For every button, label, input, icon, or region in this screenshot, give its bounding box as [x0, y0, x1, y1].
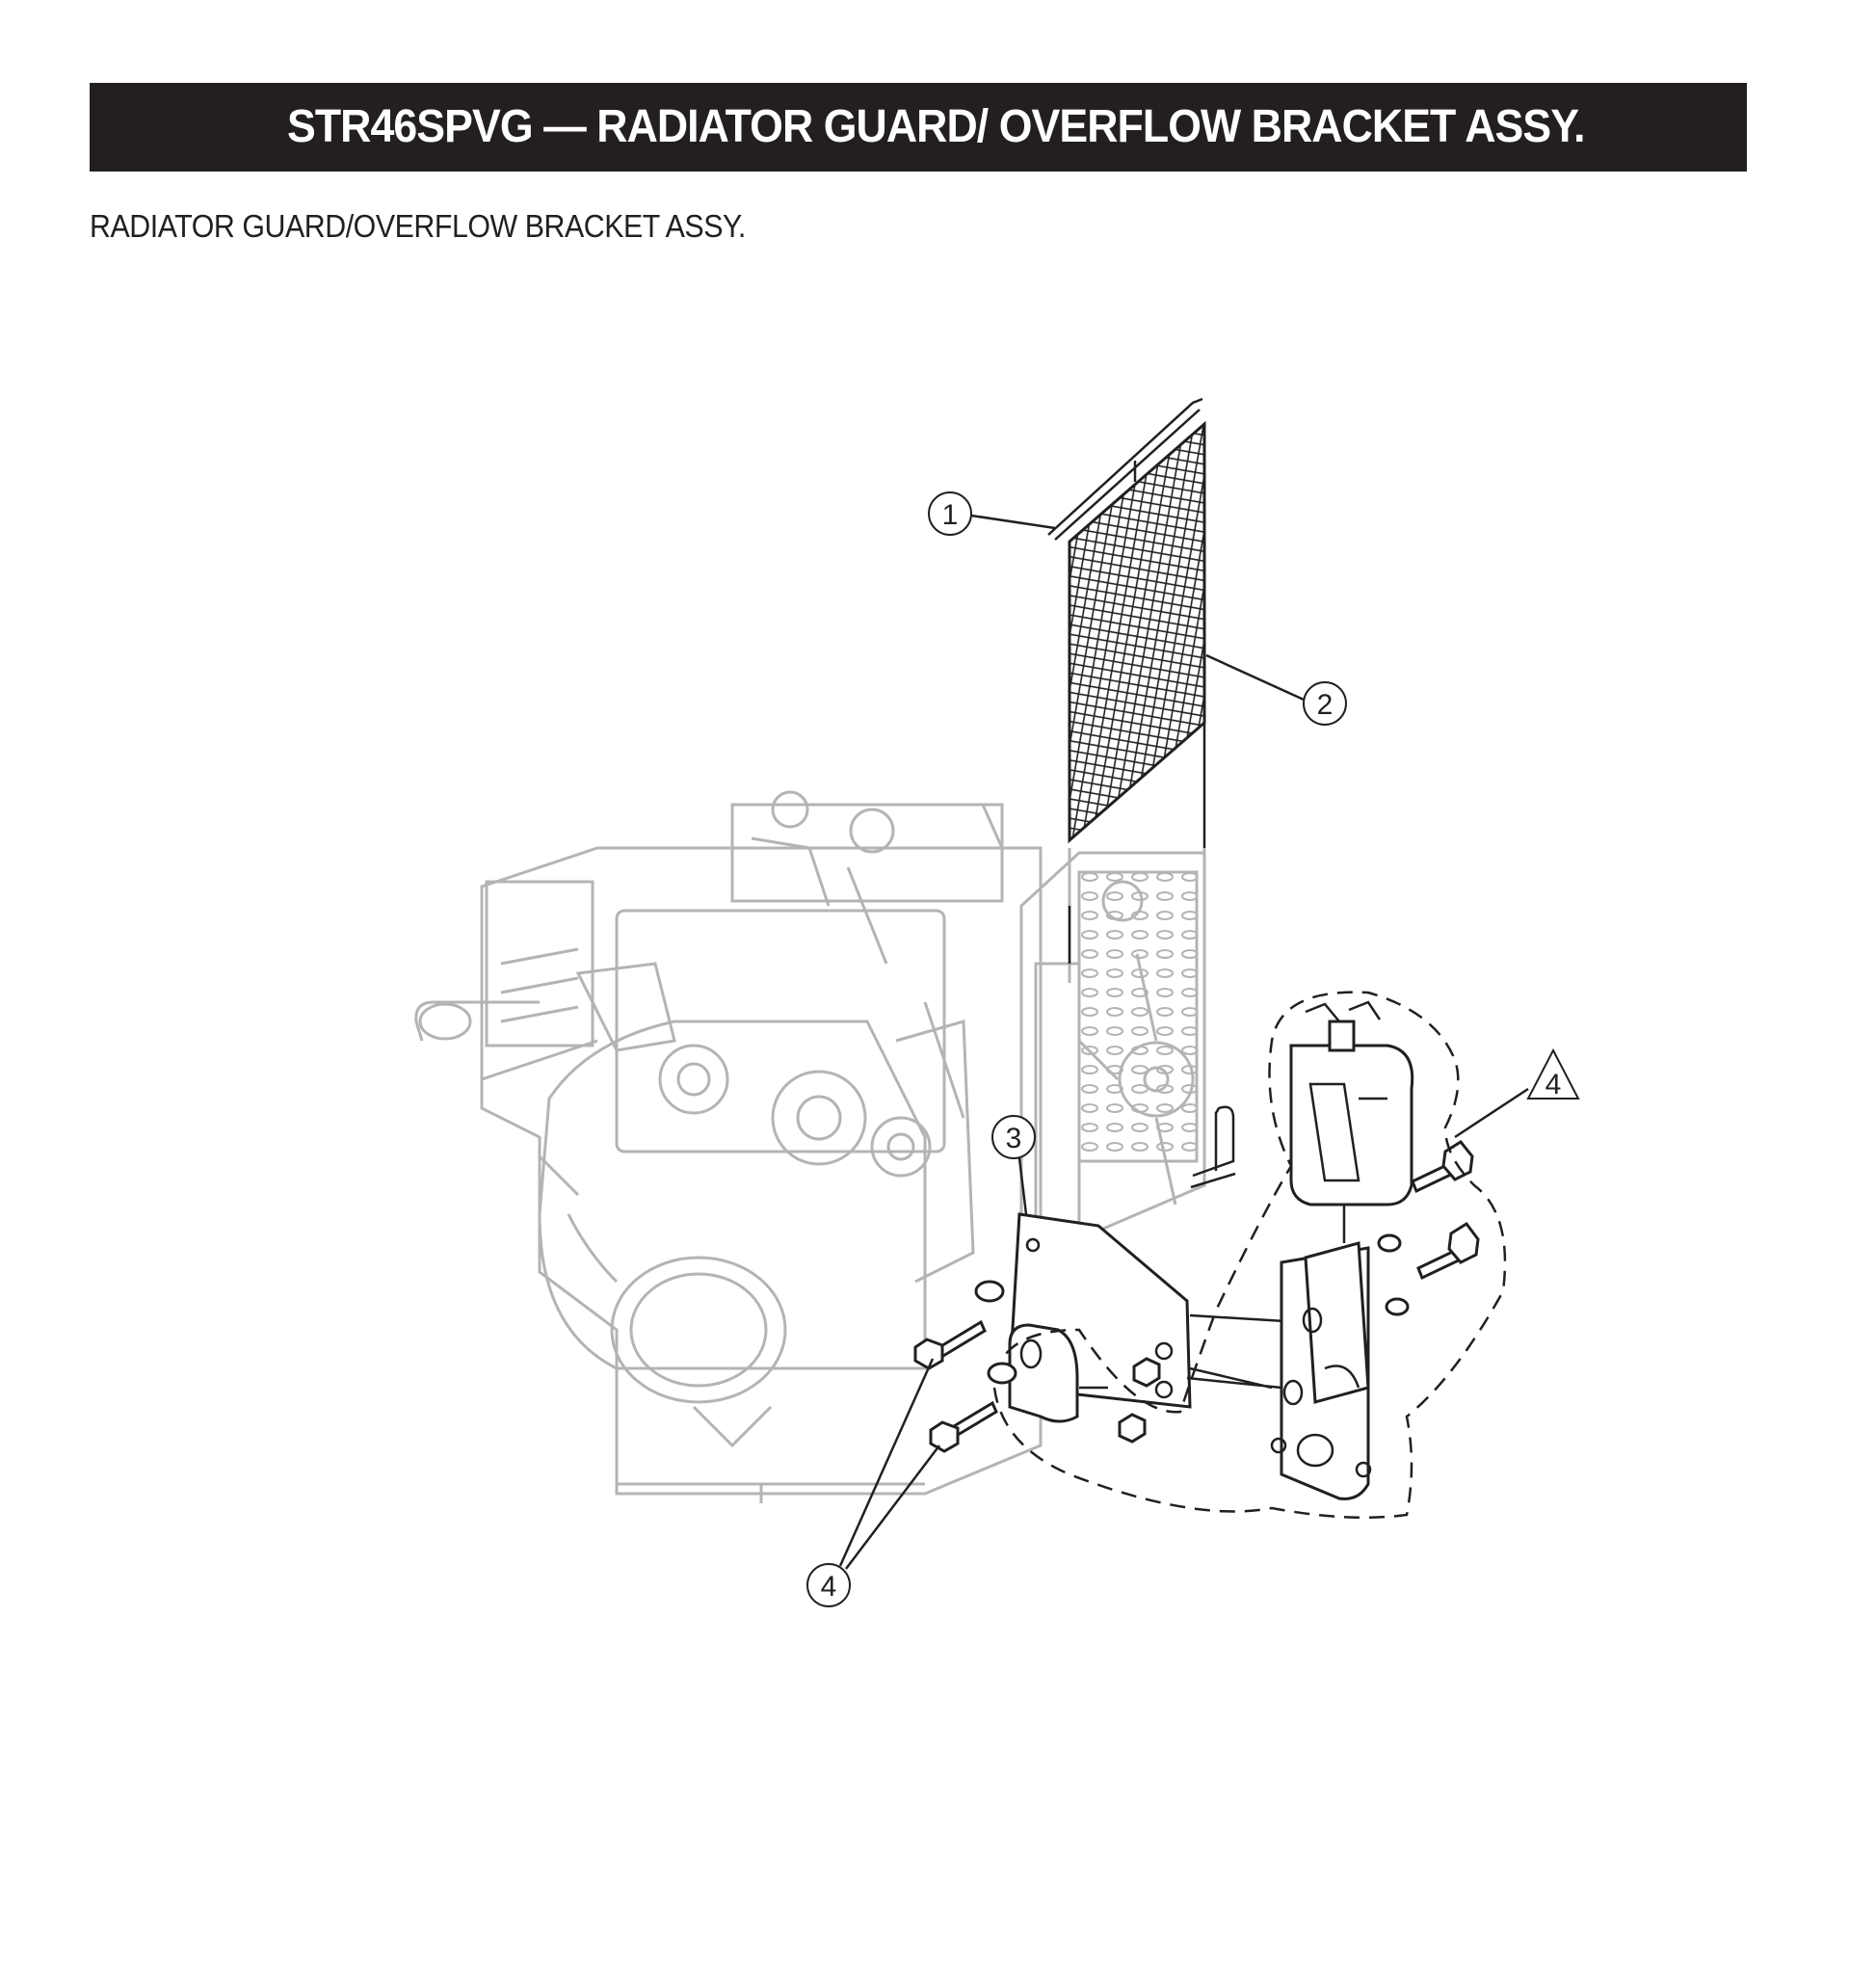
callout-1: 1	[928, 491, 1056, 536]
svg-text:4: 4	[821, 1571, 837, 1603]
callout-3: 3	[991, 1115, 1036, 1215]
radiator-ghost	[1019, 851, 1206, 1245]
fasteners	[913, 1140, 1480, 1453]
page-title: STR46SPVG — RADIATOR GUARD/ OVERFLOW BRA…	[287, 101, 1585, 152]
radiator-guard-mesh	[1068, 420, 1206, 848]
svg-text:1: 1	[942, 499, 959, 531]
callout-4-circle: 4	[806, 1358, 940, 1607]
callout-2: 2	[1205, 653, 1347, 726]
overflow-bracket	[1270, 1205, 1372, 1500]
svg-text:2: 2	[1317, 689, 1334, 721]
section-subtitle: RADIATOR GUARD/OVERFLOW BRACKET ASSY.	[90, 208, 746, 244]
left-mounting-bracket	[1008, 1212, 1302, 1423]
radiator-frame-outline	[1068, 848, 1206, 983]
guard-top-clip	[1047, 397, 1203, 541]
svg-text:3: 3	[1006, 1123, 1022, 1154]
callout-4-triangle: 4	[1454, 1047, 1580, 1139]
svg-text:4: 4	[1545, 1069, 1562, 1100]
title-bar: STR46SPVG — RADIATOR GUARD/ OVERFLOW BRA…	[90, 83, 1747, 172]
assembly-group-outline	[992, 991, 1507, 1520]
support-strap	[1190, 1105, 1236, 1189]
engine-block-ghost	[414, 790, 1043, 1503]
overflow-bottle	[1289, 1000, 1414, 1206]
